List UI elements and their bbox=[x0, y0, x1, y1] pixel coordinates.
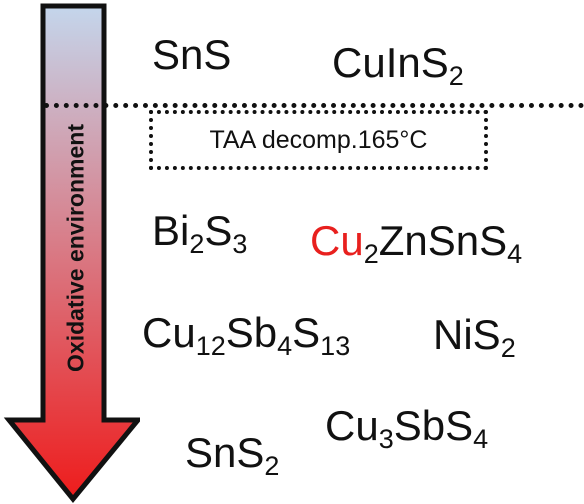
compound-cu12sb4s13: Cu12Sb4S13 bbox=[142, 309, 351, 361]
compound-czts: Cu2ZnSnS4 bbox=[310, 217, 523, 269]
taa-note-text: TAA decomp.165°C bbox=[209, 125, 428, 154]
compound-sns: SnS bbox=[152, 31, 232, 78]
oxidative-arrow bbox=[3, 3, 140, 503]
compound-cuins2: CuInS2 bbox=[332, 39, 464, 91]
compound-cu3sbs4: Cu3SbS4 bbox=[325, 402, 489, 454]
compound-bi2s3: Bi2S3 bbox=[152, 207, 248, 259]
taa-decomposition-note: TAA decomp.165°C bbox=[149, 110, 488, 170]
highlighted-cu: Cu bbox=[310, 217, 364, 264]
arrow-label: Oxidative environment bbox=[62, 124, 89, 372]
compound-sns2: SnS2 bbox=[185, 429, 280, 481]
threshold-divider bbox=[44, 103, 584, 108]
arrow-shape bbox=[3, 3, 140, 503]
compound-nis2: NiS2 bbox=[433, 311, 516, 363]
